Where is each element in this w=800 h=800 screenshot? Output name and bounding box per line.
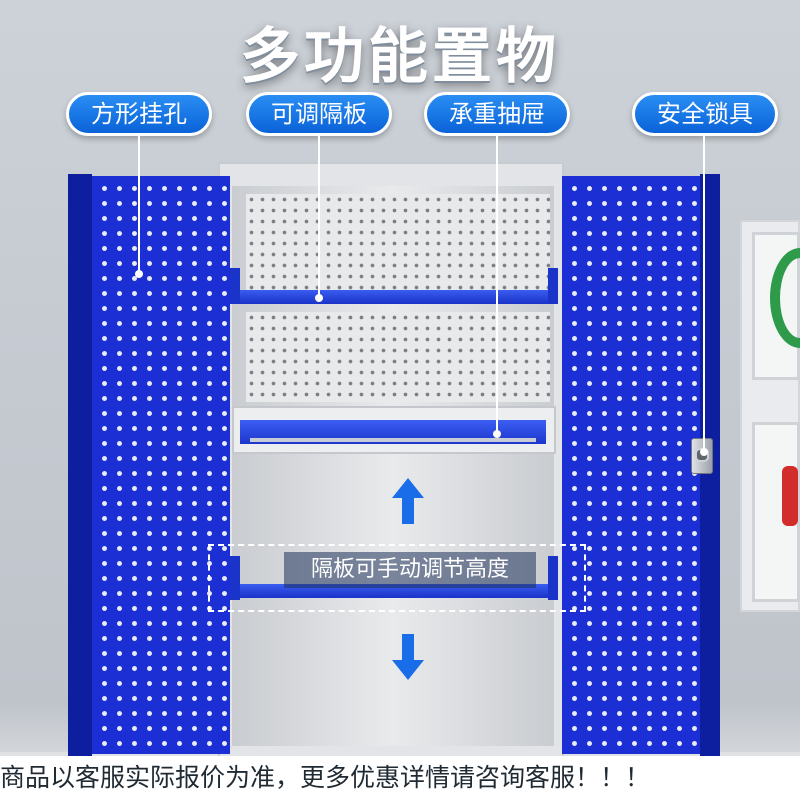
footer-notice: 商品以客服实际报价为准，更多优惠详情请咨询客服！！！ [0, 756, 800, 800]
pegboard-middle [246, 312, 550, 402]
label-square-holes: 方形挂孔 [66, 92, 212, 136]
lower-shelf-bracket-left [230, 556, 240, 600]
left-door-edge [68, 174, 92, 756]
label-adjustable-shelf: 可调隔板 [246, 92, 392, 136]
leader-square-holes [138, 136, 140, 272]
adjustable-height-caption: 隔板可手动调节高度 [284, 552, 536, 588]
shelf-bracket-right [548, 268, 558, 304]
lower-shelf-bracket-right [548, 556, 558, 600]
background-glass-bottom [752, 422, 800, 602]
left-door [92, 176, 230, 754]
leader-adjustable-shelf [318, 136, 320, 296]
arrow-up-icon [392, 478, 424, 524]
drawer-handle [250, 438, 536, 442]
pointer-safety-lock [700, 448, 708, 456]
pointer-square-holes [135, 270, 143, 278]
arrow-down-icon [392, 634, 424, 680]
leader-safety-lock [703, 136, 705, 452]
label-load-drawer: 承重抽屉 [424, 92, 570, 136]
shelf-bracket-left [230, 268, 240, 304]
adjustable-shelf-highlight [208, 544, 586, 612]
label-safety-lock: 安全锁具 [632, 92, 778, 136]
page-title: 多功能置物 [240, 22, 560, 92]
pointer-load-drawer [493, 430, 501, 438]
right-door [562, 176, 700, 754]
extinguisher-image [782, 466, 798, 526]
leader-load-drawer [496, 136, 498, 432]
pegboard-upper [246, 194, 550, 290]
pointer-adjustable-shelf [315, 294, 323, 302]
adjustable-shelf-upper [232, 290, 558, 304]
